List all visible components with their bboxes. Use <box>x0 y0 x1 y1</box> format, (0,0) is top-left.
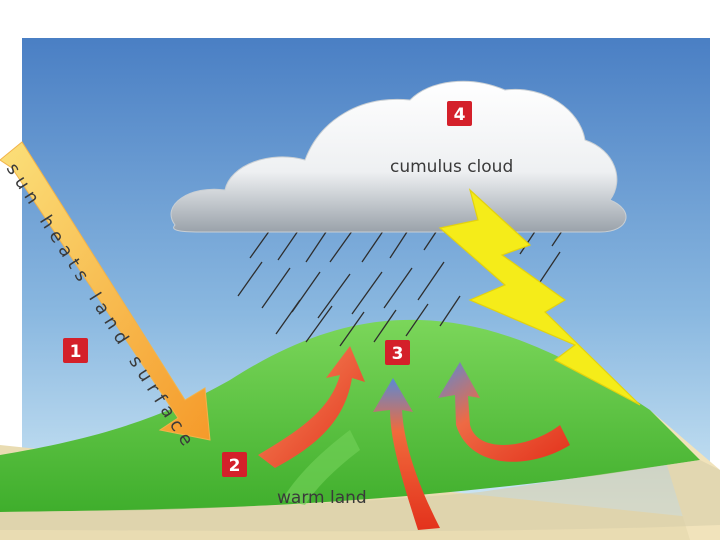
cloud-label: cumulus cloud <box>390 157 513 177</box>
step-badge-1: 1 <box>63 338 88 363</box>
svg-text:3: 3 <box>392 344 404 364</box>
step-badge-4: 4 <box>447 101 472 126</box>
step-badge-2: 2 <box>222 452 247 477</box>
step-badge-3: 3 <box>385 340 410 365</box>
svg-text:1: 1 <box>70 342 82 362</box>
land-label: warm land <box>277 488 367 508</box>
svg-text:2: 2 <box>229 456 241 476</box>
svg-text:4: 4 <box>454 105 466 125</box>
